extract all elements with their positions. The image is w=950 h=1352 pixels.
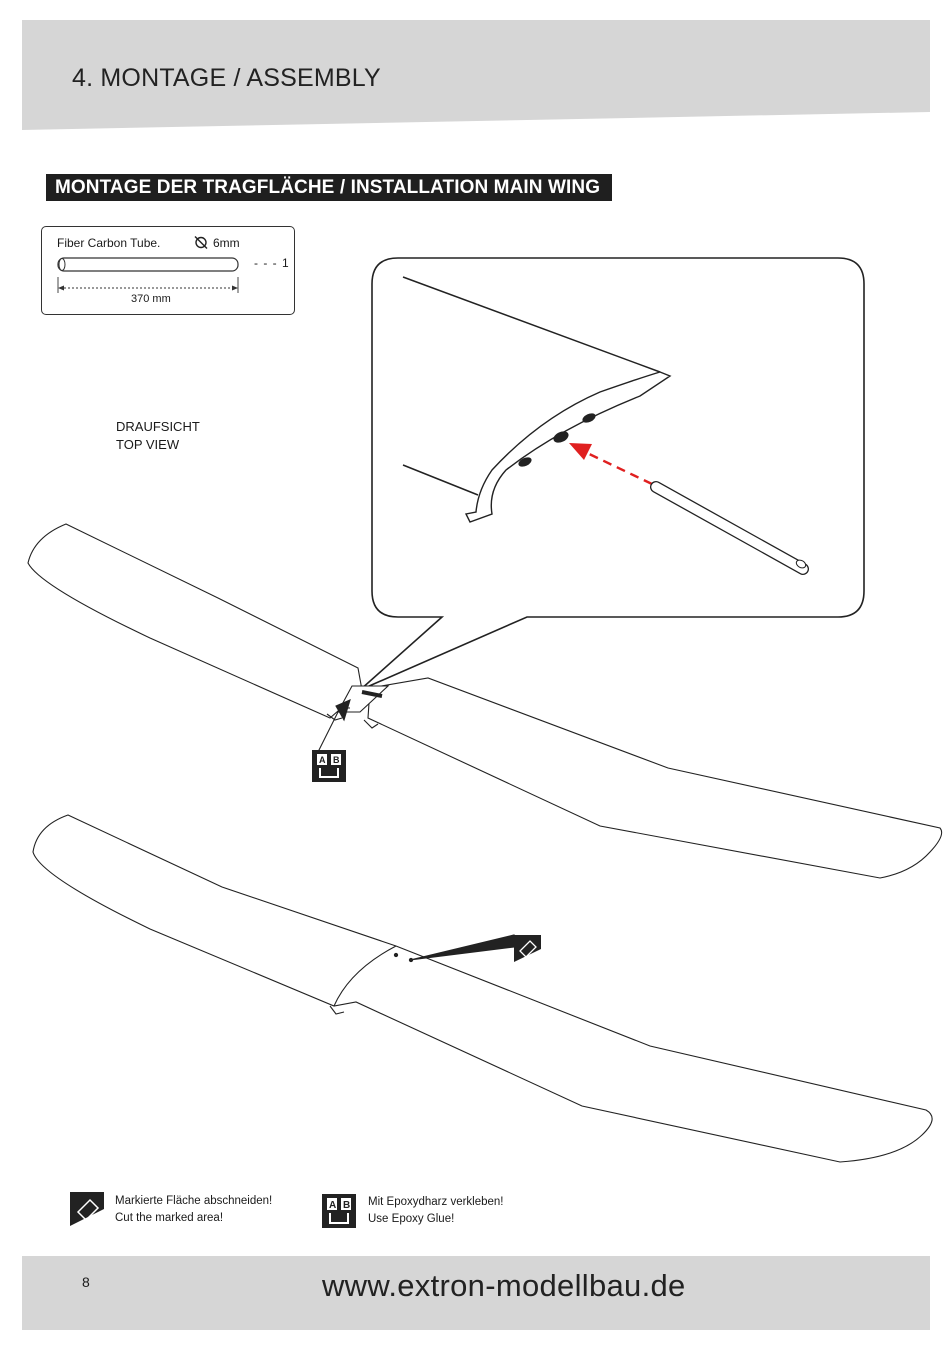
legend-cut-en: Cut the marked area! (115, 1210, 272, 1227)
svg-text:B: B (343, 1200, 350, 1211)
legend-epoxy-text: Mit Epoxydharz verkleben! Use Epoxy Glue… (368, 1194, 504, 1228)
wing-assembly-drawing: A B (0, 0, 950, 1240)
page-number: 8 (82, 1274, 90, 1290)
svg-text:A: A (319, 755, 326, 765)
detail-callout (360, 258, 864, 690)
wing-lower (33, 815, 932, 1162)
epoxy-glue-icon: A B (312, 750, 346, 782)
cut-marked-area-icon (514, 935, 541, 962)
cut-marked-area-icon (70, 1192, 104, 1226)
page-footer: 8 www.extron-modellbau.de (22, 1256, 930, 1330)
svg-text:A: A (329, 1200, 336, 1211)
legend-cut-de: Markierte Fläche abschneiden! (115, 1193, 272, 1210)
epoxy-glue-icon: A B (322, 1194, 356, 1228)
legend-cut-text: Markierte Fläche abschneiden! Cut the ma… (115, 1193, 272, 1227)
svg-text:B: B (333, 755, 340, 765)
legend-epoxy-en: Use Epoxy Glue! (368, 1211, 504, 1228)
legend-epoxy-de: Mit Epoxydharz verkleben! (368, 1194, 504, 1211)
footer-url[interactable]: www.extron-modellbau.de (322, 1268, 686, 1304)
